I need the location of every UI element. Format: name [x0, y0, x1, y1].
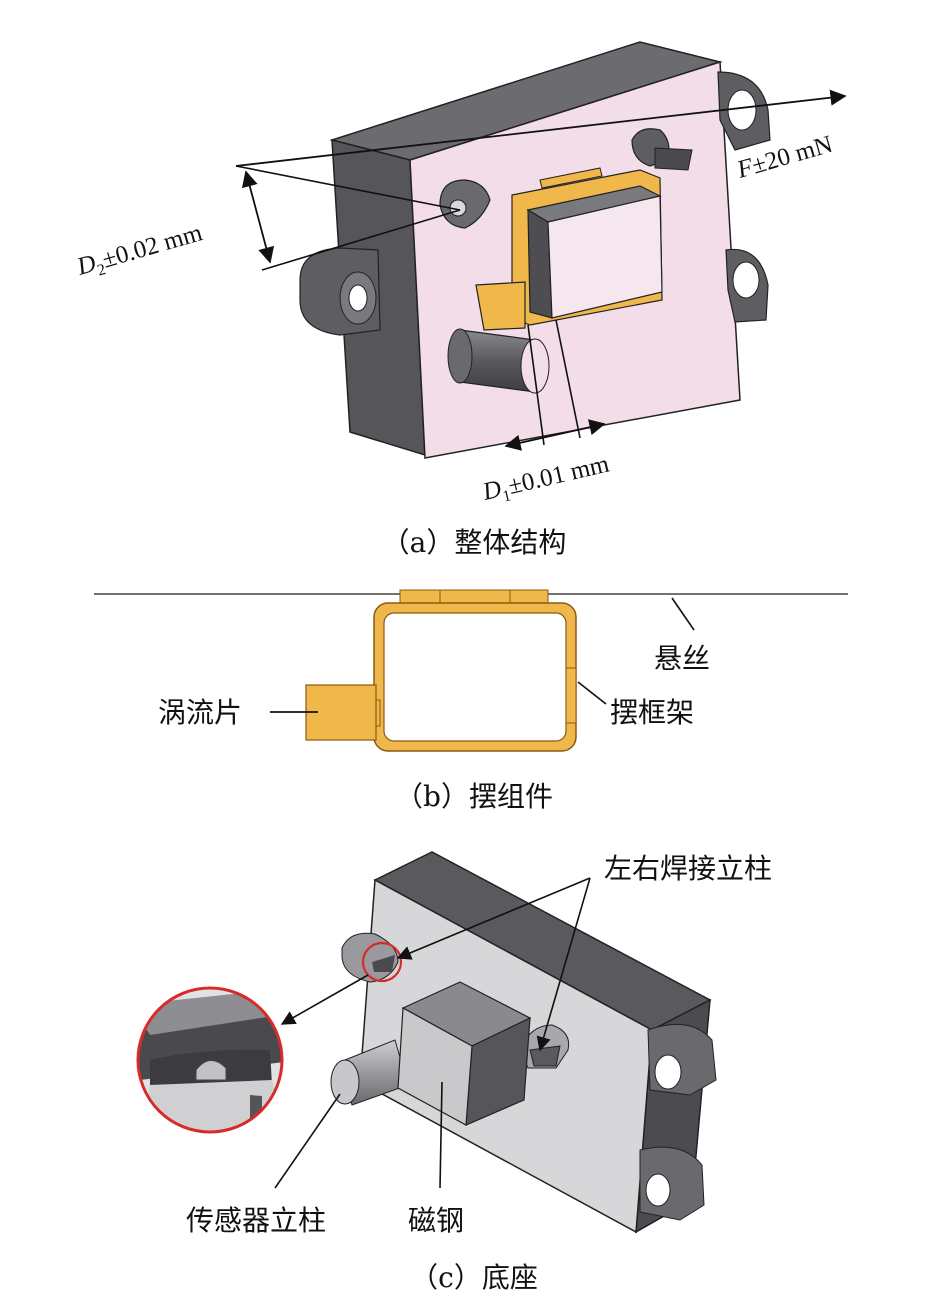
weld-post-right: [631, 128, 693, 171]
panel-a-assembly: D2±0.02 mm F±20 mN D1±0.01 mm （a）整体结构: [73, 41, 847, 559]
label-sensor-post: 传感器立柱: [186, 1204, 326, 1237]
panel-c-base: 左右焊接立柱 传感器立柱 磁钢 （c）底座: [136, 851, 772, 1294]
d2-ext-bottom: [261, 209, 461, 271]
d1-dimension-arrow: [504, 419, 606, 451]
caption-a: （a）整体结构: [382, 526, 567, 559]
label-frame: 摆框架: [610, 696, 694, 729]
mount-ear-right-bottom: [725, 248, 769, 323]
base-sensor-post: [330, 1039, 409, 1106]
label-eddy-plate: 涡流片: [158, 696, 242, 729]
magnet-a: [526, 185, 663, 319]
base-ear-top: [647, 1023, 717, 1096]
suspension-line-a: [235, 89, 847, 167]
d1-label: D1±0.01 mm: [479, 450, 613, 510]
weld-post-left: [439, 179, 491, 229]
base-magnet: [397, 981, 532, 1126]
d1-ext-right: [555, 319, 581, 439]
label-magnet: 磁钢: [408, 1204, 464, 1237]
caption-c: （c）底座: [410, 1261, 538, 1294]
d2-dimension-arrow: [241, 170, 275, 264]
base-weld-post-left: [341, 932, 403, 983]
label-weld-posts: 左右焊接立柱: [604, 852, 772, 885]
zoom-detail: [136, 986, 284, 1134]
mount-ear-right-top: [717, 71, 771, 151]
caption-b: （b）摆组件: [395, 780, 553, 813]
base-ear-bottom: [639, 1146, 705, 1221]
panel-b-pendulum: 悬丝 涡流片 摆框架 （b）摆组件: [94, 589, 848, 813]
mount-ear-left: [299, 247, 381, 336]
d2-label: D2±0.02 mm: [73, 219, 207, 285]
label-wire: 悬丝: [654, 642, 710, 675]
sensor-post-a: [447, 328, 550, 394]
